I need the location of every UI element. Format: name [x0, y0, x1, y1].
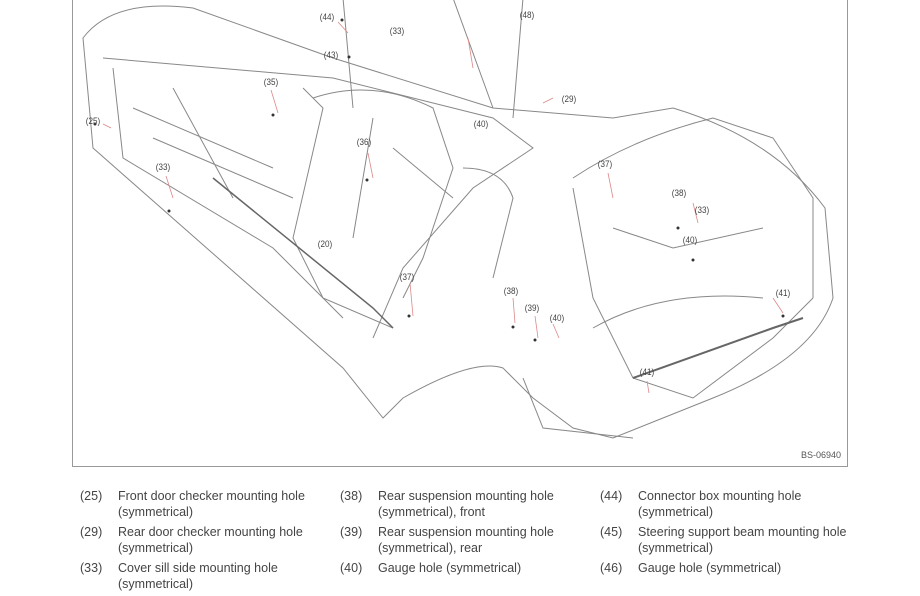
legend-number: (45)	[600, 525, 623, 539]
callout-35: (35)	[263, 77, 279, 87]
legend-description: Cover sill side mounting hole (symmetric…	[118, 561, 278, 591]
legend-item: (44) Connector box mounting hole (symmetr…	[600, 488, 850, 520]
callout-40: (40)	[682, 235, 698, 245]
callout-41: (41)	[639, 367, 655, 377]
legend-description: Gauge hole (symmetrical)	[378, 561, 522, 575]
legend-number: (38)	[340, 489, 363, 503]
legend-description: Connector box mounting hole (symmetrical…	[638, 489, 802, 519]
callout-33: (33)	[389, 26, 405, 36]
callout-38: (38)	[671, 188, 687, 198]
callout-36: (36)	[356, 137, 372, 147]
legend-number: (25)	[80, 489, 103, 503]
callout-29: (29)	[561, 94, 577, 104]
legend-number: (29)	[80, 525, 103, 539]
callout-40: (40)	[473, 119, 489, 129]
legend-item: (25) Front door checker mounting hole (sy…	[80, 488, 330, 520]
callout-39: (39)	[524, 303, 540, 313]
legend-number: (46)	[600, 561, 623, 575]
callout-40: (40)	[549, 313, 565, 323]
legend-description: Steering support beam mounting hole (sym…	[638, 525, 847, 555]
legend-description: Rear suspension mounting hole (symmetric…	[378, 525, 554, 555]
callout-44: (44)	[319, 12, 335, 22]
legend-number: (33)	[80, 561, 103, 575]
legend-number: (39)	[340, 525, 363, 539]
legend-item: (39) Rear suspension mounting hole (symme…	[340, 524, 590, 556]
legend-item: (38) Rear suspension mounting hole (symme…	[340, 488, 590, 520]
callout-33: (33)	[155, 162, 171, 172]
callout-38: (38)	[503, 286, 519, 296]
callout-48: (48)	[519, 10, 535, 20]
legend-description: Gauge hole (symmetrical)	[638, 561, 782, 575]
callout-33: (33)	[694, 205, 710, 215]
body-diagram: (44) (48) (33) (43) (35) (29) (25) (40) …	[72, 0, 848, 467]
legend-item: (46) Gauge hole (symmetrical)	[600, 560, 850, 576]
legend-description: Front door checker mounting hole (symmet…	[118, 489, 305, 519]
callout-43: (43)	[323, 50, 339, 60]
callout-20: (20)	[317, 239, 333, 249]
car-body-illustration	[82, 0, 834, 439]
callout-37: (37)	[597, 159, 613, 169]
legend-description: Rear door checker mounting hole (symmetr…	[118, 525, 303, 555]
callout-25: (25)	[85, 116, 101, 126]
legend-item: (45) Steering support beam mounting hole …	[600, 524, 850, 556]
legend-column: (44) Connector box mounting hole (symmetr…	[600, 488, 850, 580]
legend-number: (40)	[340, 561, 363, 575]
legend-item: (40) Gauge hole (symmetrical)	[340, 560, 590, 576]
legend-item: (33) Cover sill side mounting hole (symme…	[80, 560, 330, 592]
legend-item: (29) Rear door checker mounting hole (sym…	[80, 524, 330, 556]
figure-code: BS-06940	[800, 450, 841, 460]
callout-37: (37)	[399, 272, 415, 282]
callout-41: (41)	[775, 288, 791, 298]
legend-column: (38) Rear suspension mounting hole (symme…	[340, 488, 590, 580]
legend-number: (44)	[600, 489, 623, 503]
legend-description: Rear suspension mounting hole (symmetric…	[378, 489, 554, 519]
legend-column: (25) Front door checker mounting hole (sy…	[80, 488, 330, 596]
